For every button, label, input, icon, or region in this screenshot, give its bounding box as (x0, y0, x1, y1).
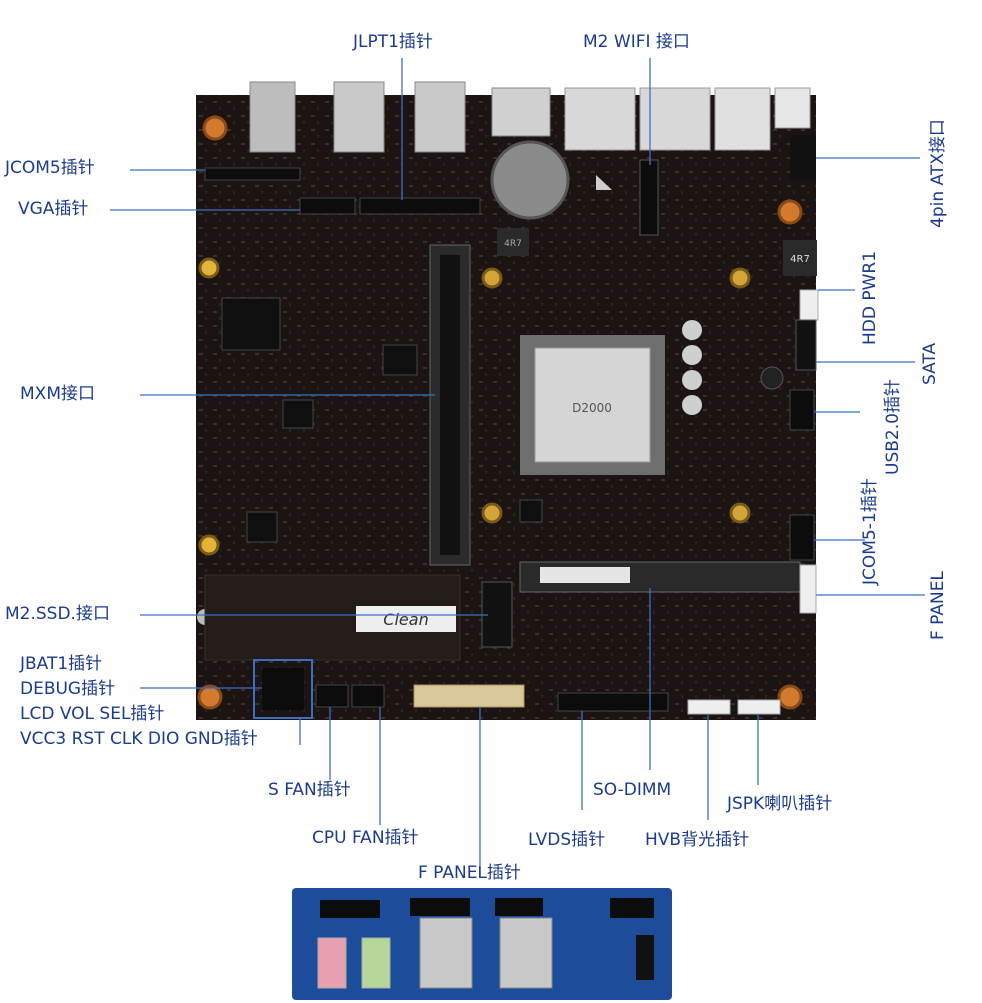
vga-header (299, 197, 356, 215)
riser-audio-jack-1 (317, 937, 347, 989)
label-f-panel-right: F PANEL (928, 571, 948, 640)
handwriting-marking: Clean (383, 610, 428, 629)
mount-hole-5 (198, 257, 220, 279)
f-panel-right-connector (799, 564, 817, 614)
handwriting-label (356, 606, 456, 632)
label-vcc3: VCC3 RST CLK DIO GND插针 (20, 729, 258, 749)
label-hdd-pwr1: HDD PWR1 (860, 250, 880, 345)
label-mxm: MXM接口 (20, 384, 95, 404)
mount-hole-6 (198, 534, 220, 556)
s-fan-header (315, 684, 349, 708)
usb20-header (789, 389, 815, 431)
mount-hole-4 (729, 267, 751, 289)
dc-jack (774, 87, 811, 129)
mount-hole-7 (481, 502, 503, 524)
label-lvds: LVDS插针 (528, 830, 606, 850)
inductor-1-body (497, 228, 529, 256)
label-m2-ssd: M2.SSD.接口 (5, 604, 110, 624)
label-jlpt1: JLPT1插针 (353, 32, 433, 52)
inductor-2-body (783, 240, 817, 276)
usb-port-2 (333, 81, 385, 153)
hvb-connector (687, 699, 731, 715)
label-jspk: JSPK喇叭插针 (727, 794, 833, 814)
label-usb20: USB2.0插针 (883, 379, 903, 475)
leader-lines (110, 58, 925, 865)
chip-1 (221, 297, 281, 351)
sata-connector (795, 319, 817, 371)
chip-3 (282, 399, 314, 429)
cpu-marking: D2000 (572, 401, 612, 415)
triangle-mark (596, 175, 612, 190)
usb-port-3 (414, 81, 466, 153)
lan-port-2 (639, 87, 711, 151)
label-jcom5: JCOM5插针 (5, 158, 95, 178)
cpu-die (534, 347, 651, 463)
right-headers (799, 289, 819, 321)
m2-wifi-slot (639, 159, 659, 236)
chip-5 (519, 499, 543, 523)
lan-port-3 (714, 87, 771, 151)
label-cpu-fan: CPU FAN插针 (312, 828, 419, 848)
label-s-fan: S FAN插针 (268, 780, 351, 800)
debug-header-box (253, 659, 313, 719)
usb-port-1 (249, 81, 296, 153)
chip-4 (246, 511, 278, 543)
label-sata: SATA (920, 342, 940, 385)
mount-hole-3 (481, 267, 503, 289)
mount-hole-2 (777, 199, 803, 225)
jspk-connector (737, 699, 781, 715)
jcom51-header (789, 514, 815, 561)
label-debug: DEBUG插针 (20, 679, 116, 699)
mount-hole-8 (729, 502, 751, 524)
riser-audio-jack-2 (361, 937, 391, 989)
inductor-1-marking: 4R7 (504, 239, 522, 249)
label-4pin-atx: 4pin ATX接口 (928, 119, 948, 228)
label-vga: VGA插针 (18, 199, 89, 219)
hdmi-port (491, 87, 551, 137)
mount-hole-1 (202, 115, 228, 141)
label-so-dimm: SO-DIMM (593, 780, 672, 800)
label-jcom5-1: JCOM5-1插针 (860, 478, 880, 585)
chip-2 (382, 344, 418, 376)
label-f-panel-bottom: F PANEL插针 (418, 863, 521, 883)
lan-port-1 (564, 87, 636, 151)
mount-hole-9 (197, 684, 223, 710)
riser-usb-1 (419, 917, 473, 989)
label-lcd-vol-sel: LCD VOL SEL插针 (20, 704, 165, 724)
cpu-fan-header (351, 684, 385, 708)
jcom5-header (204, 167, 301, 181)
mount-hole-10 (777, 684, 803, 710)
label-jbat1: JBAT1插针 (20, 654, 103, 674)
f-panel-header (557, 692, 669, 712)
riser-usb-2 (499, 917, 553, 989)
atx-connector (790, 135, 816, 180)
coin-battery (490, 140, 570, 220)
jlpt1-header (359, 197, 481, 215)
inductor-2-marking: 4R7 (790, 254, 810, 265)
label-m2-wifi: M2 WIFI 接口 (583, 32, 690, 52)
label-hvb: HVB背光插针 (645, 830, 750, 850)
lvds-connector (413, 684, 525, 708)
